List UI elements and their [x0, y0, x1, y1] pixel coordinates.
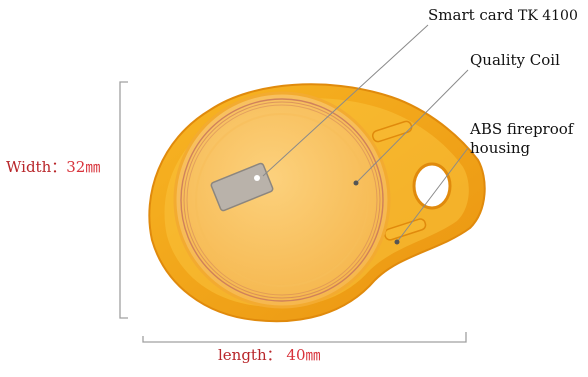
length-dimension: length： 40㎜	[218, 344, 321, 365]
housing-label-line2: housing	[470, 139, 530, 157]
width-caption: Width：	[6, 158, 66, 176]
housing-marker	[395, 240, 400, 245]
length-value: 40㎜	[286, 346, 320, 364]
width-bracket	[120, 82, 128, 318]
clear-window	[175, 93, 389, 307]
housing-label-line1: ABS fireproof	[470, 120, 573, 138]
coil-marker	[354, 181, 359, 186]
width-dimension: Width：32㎜	[6, 156, 100, 177]
length-caption: length：	[218, 346, 282, 364]
coil-label: Quality Coil	[470, 51, 560, 69]
smart-card-label: Smart card	[428, 6, 514, 24]
width-value: 32㎜	[66, 158, 100, 176]
chip-dot	[254, 175, 260, 181]
keyring-hole	[414, 164, 450, 208]
length-bracket	[143, 332, 466, 342]
chip-model-label: TK 4100	[518, 8, 578, 24]
